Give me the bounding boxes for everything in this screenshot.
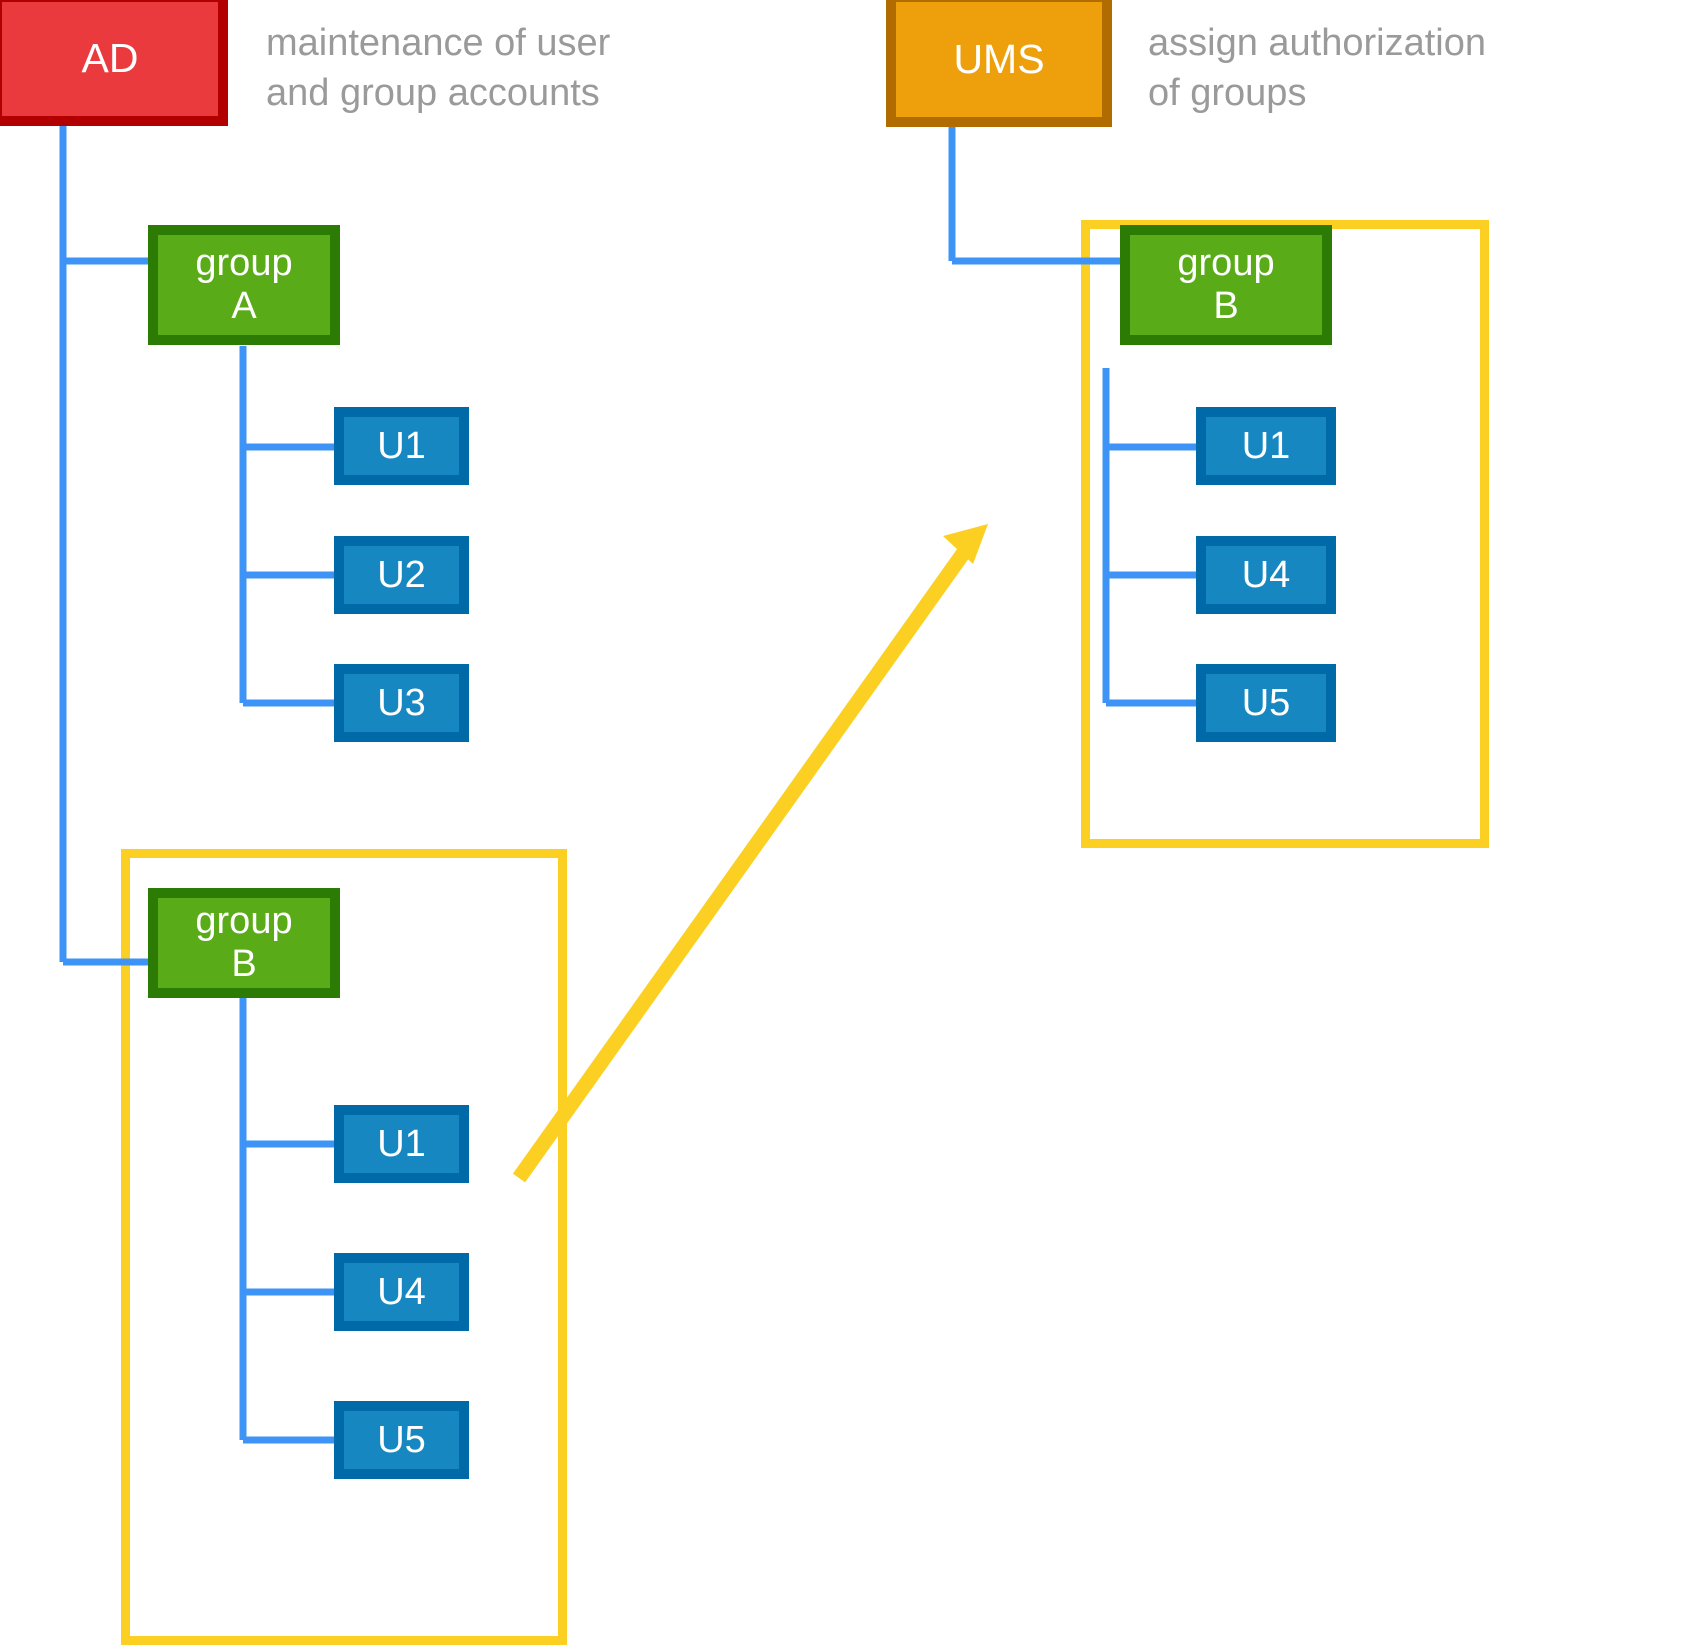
node-user-ums-group-b-1[interactable]: U4 xyxy=(1196,536,1336,614)
node-group-a[interactable]: group A xyxy=(148,225,340,345)
node-ums-label: UMS xyxy=(953,35,1045,82)
node-user-ad-group-b-2[interactable]: U5 xyxy=(334,1401,469,1479)
node-user-ad-group-b-1[interactable]: U4 xyxy=(334,1253,469,1331)
node-user-ad-group-b-0[interactable]: U1 xyxy=(334,1105,469,1183)
caption-ums: assign authorization of groups xyxy=(1148,22,1486,115)
node-ad-label: AD xyxy=(81,35,139,82)
node-user-ums-group-b-0[interactable]: U1 xyxy=(1196,407,1336,485)
ums-group-b-container xyxy=(1081,220,1489,848)
ad-group-b-container xyxy=(121,849,567,1645)
node-ums[interactable]: UMS xyxy=(886,0,1112,127)
node-user-ums-group-b-2[interactable]: U5 xyxy=(1196,664,1336,742)
node-user-ad-group-a-2[interactable]: U3 xyxy=(334,664,469,742)
node-user-label: U4 xyxy=(377,1270,426,1313)
node-user-label: U1 xyxy=(377,424,426,467)
node-ad[interactable]: AD xyxy=(0,0,228,126)
node-user-label: U5 xyxy=(377,1418,426,1461)
node-group-b-right[interactable]: group B xyxy=(1120,225,1332,345)
caption-ad: maintenance of user and group accounts xyxy=(266,22,611,115)
node-user-label: U4 xyxy=(1241,553,1291,596)
node-user-label: U3 xyxy=(377,681,426,724)
node-user-label: U2 xyxy=(377,553,426,596)
node-group-a-label: group A xyxy=(195,242,293,327)
node-user-label: U1 xyxy=(377,1122,426,1165)
node-user-ad-group-a-0[interactable]: U1 xyxy=(334,407,469,485)
node-user-ad-group-a-1[interactable]: U2 xyxy=(334,536,469,614)
node-group-b-right-label: group B xyxy=(1177,242,1275,327)
node-group-b-left[interactable]: group B xyxy=(148,888,340,998)
node-user-label: U1 xyxy=(1241,424,1291,467)
node-user-label: U5 xyxy=(1241,681,1291,724)
node-group-b-left-label: group B xyxy=(195,900,293,985)
